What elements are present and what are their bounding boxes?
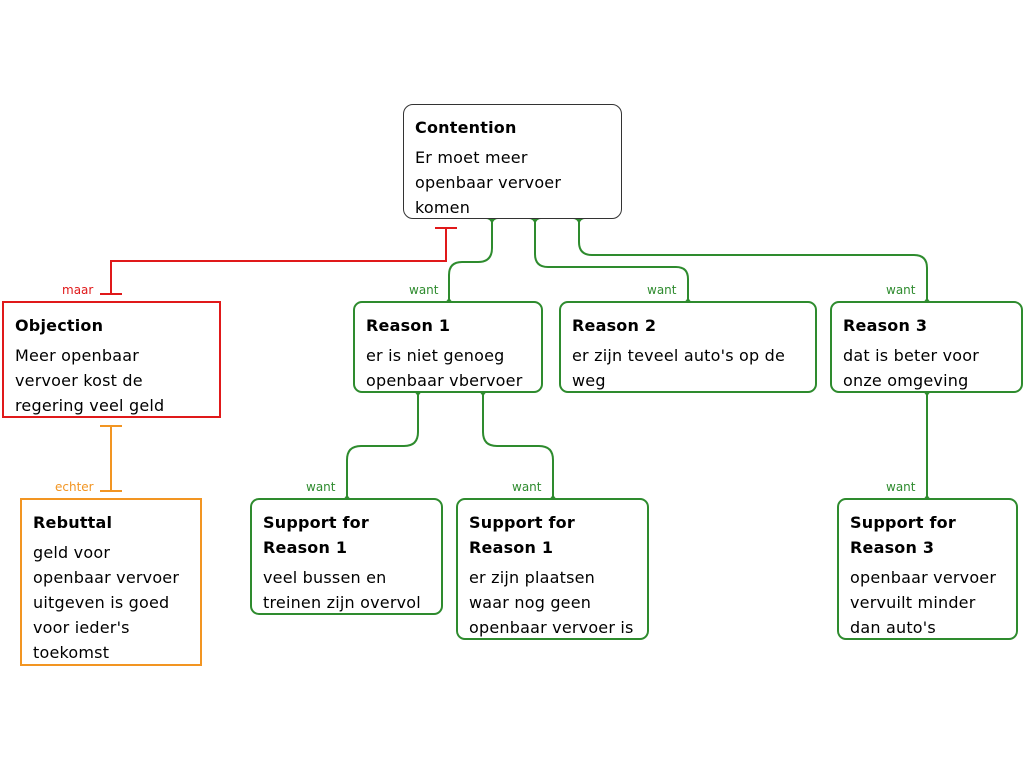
objection-text: Meer openbaar vervoer kost de regering v… (15, 346, 165, 415)
support1b-title: Support for Reason 1 (469, 513, 575, 557)
reason2-text: er zijn teveel auto's op de weg (572, 346, 786, 390)
reason2-box[interactable]: Reason 2 er zijn teveel auto's op de weg (559, 301, 817, 393)
want-label-reason1: want (409, 283, 439, 297)
support3-box[interactable]: Support for Reason 3 openbaar vervoer ve… (837, 498, 1018, 640)
contention-box[interactable]: Contention Er moet meer openbaar vervoer… (403, 104, 622, 219)
support1b-text: er zijn plaatsen waar nog geen openbaar … (469, 568, 634, 637)
rebuttal-text: geld voor openbaar vervoer uitgeven is g… (33, 543, 180, 662)
reason1-text: er is niet genoeg openbaar vbervoer (366, 346, 523, 390)
rebuttal-box[interactable]: Rebuttal geld voor openbaar vervoer uitg… (20, 498, 202, 666)
objection-box[interactable]: Objection Meer openbaar vervoer kost de … (2, 301, 221, 418)
reason3-text: dat is beter voor onze omgeving (843, 346, 979, 390)
support1a-title: Support for Reason 1 (263, 513, 369, 557)
reason1-title: Reason 1 (366, 316, 451, 335)
support3-title: Support for Reason 3 (850, 513, 956, 557)
reason2-title: Reason 2 (572, 316, 657, 335)
contention-title: Contention (415, 118, 517, 137)
want-label-reason3: want (886, 283, 916, 297)
support1a-text: veel bussen en treinen zijn overvol (263, 568, 421, 612)
support3-text: openbaar vervoer vervuilt minder dan aut… (850, 568, 997, 637)
maar-label: maar (62, 283, 94, 297)
support1b-box[interactable]: Support for Reason 1 er zijn plaatsen wa… (456, 498, 649, 640)
reason1-box[interactable]: Reason 1 er is niet genoeg openbaar vber… (353, 301, 543, 393)
reason3-title: Reason 3 (843, 316, 928, 335)
want-label-reason2: want (647, 283, 677, 297)
echter-label: echter (55, 480, 94, 494)
rebuttal-title: Rebuttal (33, 513, 113, 532)
reason3-box[interactable]: Reason 3 dat is beter voor onze omgeving (830, 301, 1023, 393)
want-label-support1a: want (306, 480, 336, 494)
support1a-box[interactable]: Support for Reason 1 veel bussen en trei… (250, 498, 443, 615)
objection-title: Objection (15, 316, 104, 335)
contention-text: Er moet meer openbaar vervoer komen (415, 148, 562, 217)
want-label-support3: want (886, 480, 916, 494)
want-label-support1b: want (512, 480, 542, 494)
